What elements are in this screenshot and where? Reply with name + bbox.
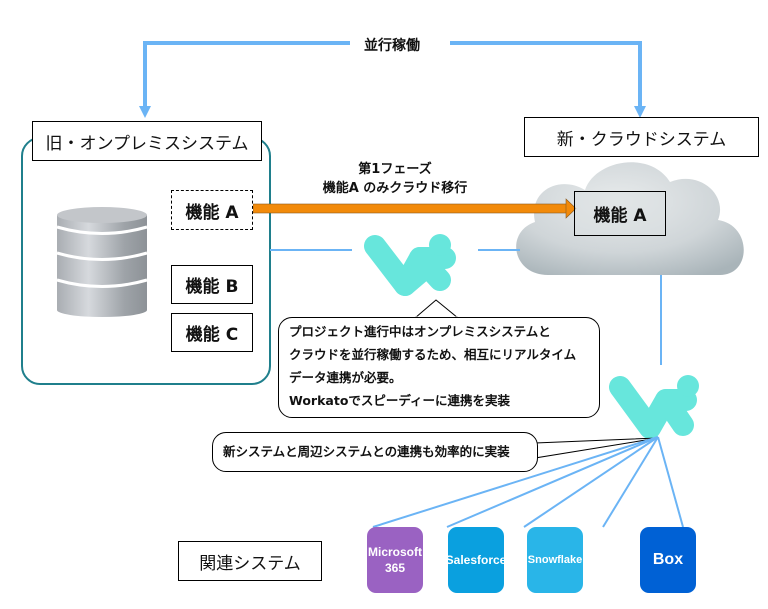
onprem-title: 旧・オンプレミスシステム	[32, 121, 262, 161]
service-box: Box	[640, 527, 696, 593]
service-connectors	[372, 436, 684, 528]
sync-callout-line: データ連携が必要。	[289, 370, 402, 385]
parallel-label: 並行稼働	[364, 38, 420, 54]
onprem-function-c: 機能 C	[171, 313, 253, 352]
related-callout: 新システムと周辺システムとの連携も効率的に実装	[212, 432, 538, 472]
migration-arrow	[252, 198, 577, 219]
cloud-title: 新・クラウドシステム	[524, 117, 759, 157]
cloud-function-a: 機能 A	[574, 191, 666, 236]
arrowhead-onprem	[139, 106, 151, 118]
arrowhead-cloud	[634, 106, 646, 118]
sync-callout-line: クラウドを並行稼働するため、相互にリアルタイム	[289, 347, 577, 362]
sync-callout: プロジェクト進行中はオンプレミスシステムと クラウドを並行稼働するため、相互にリ…	[278, 317, 600, 418]
related-systems-label: 関連システム	[178, 541, 322, 581]
onprem-function-b: 機能 B	[171, 265, 253, 304]
onprem-function-a: 機能 A	[171, 190, 253, 230]
sync-callout-line: プロジェクト進行中はオンプレミスシステムと	[289, 324, 551, 339]
service-label: Box	[652, 551, 684, 568]
service-label: Salesforce	[445, 553, 507, 567]
service-label: 365	[384, 561, 406, 575]
workato-logo-icon-hub	[609, 376, 697, 439]
service-label: Snowflake	[527, 554, 583, 566]
database-icon	[56, 207, 148, 317]
phase-line2: 機能A のみクラウド移行	[322, 181, 468, 196]
workato-logo-icon	[364, 235, 456, 296]
service-microsoft-365: Microsoft 365	[367, 527, 423, 593]
service-snowflake: Snowflake	[527, 527, 583, 593]
parallel-connector	[143, 41, 642, 107]
service-salesforce: Salesforce	[445, 527, 507, 593]
service-label: Microsoft	[368, 545, 422, 559]
phase-line1: 第1フェーズ	[358, 162, 432, 177]
sync-callout-line: Workatoでスピーディーに連携を実装	[289, 393, 511, 408]
phase-label: 第1フェーズ 機能A のみクラウド移行	[300, 160, 490, 198]
